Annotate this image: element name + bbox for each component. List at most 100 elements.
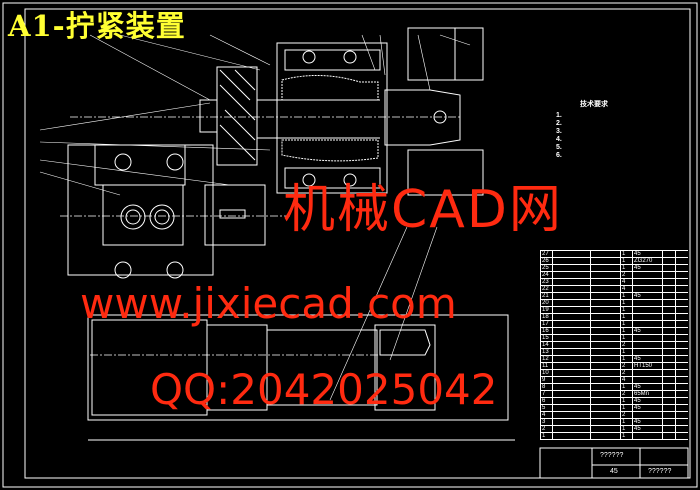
bom-cell-name <box>590 321 620 327</box>
bom-cell-code <box>552 363 590 369</box>
bom-cell-x <box>662 433 675 439</box>
bom-cell-code <box>552 272 590 278</box>
bom-cell-qty: 4 <box>620 377 632 383</box>
bom-cell-code <box>552 300 590 306</box>
bom-cell-y <box>675 314 688 320</box>
clamp-block <box>276 42 388 194</box>
bom-cell-y <box>675 265 688 271</box>
bom-cell-code <box>552 377 590 383</box>
gripper-arm <box>384 27 484 196</box>
bom-cell-code <box>552 251 590 257</box>
bom-cell-mat: 45 <box>632 328 662 334</box>
bom-cell-qty: 1 <box>620 426 632 432</box>
bom-cell-qty: 2 <box>620 342 632 348</box>
bom-cell-qty: 1 <box>620 265 632 271</box>
bom-cell-mat: HT150 <box>632 363 662 369</box>
bom-cell-mat <box>632 342 662 348</box>
bom-cell-y <box>675 391 688 397</box>
material-label: 45 <box>610 468 618 475</box>
bom-cell-code <box>552 405 590 411</box>
tech-line: 2. <box>556 120 562 127</box>
bom-cell-y <box>675 356 688 362</box>
bom-cell-x <box>662 363 675 369</box>
drawing-name: ?????? <box>600 452 624 459</box>
title-block-frame <box>539 447 689 479</box>
bom-cell-name <box>590 286 620 292</box>
bom-cell-qty: 1 <box>620 349 632 355</box>
bom-cell-mat <box>632 272 662 278</box>
bom-cell-no: 23 <box>540 279 552 285</box>
bom-cell-qty: 2 <box>620 370 632 376</box>
bom-cell-y <box>675 328 688 334</box>
bom-cell-qty: 1 <box>620 328 632 334</box>
bom-cell-no: 2 <box>540 426 552 432</box>
bom-cell-no: 25 <box>540 265 552 271</box>
bom-cell-no: 12 <box>540 356 552 362</box>
bom-cell-code <box>552 335 590 341</box>
bom-cell-qty: 1 <box>620 307 632 313</box>
bom-cell-qty: 1 <box>620 251 632 257</box>
bom-cell-code <box>552 328 590 334</box>
bom-cell-name <box>590 335 620 341</box>
bom-cell-mat <box>632 433 662 439</box>
center-lines <box>60 116 460 356</box>
tech-requirements: 技术要求 1. 2. 3. 4. 5. 6. <box>556 100 608 160</box>
bom-cell-mat: 45 <box>632 384 662 390</box>
tech-line: 5. <box>556 144 562 151</box>
bom-cell-no: 11 <box>540 363 552 369</box>
bom-cell-code <box>552 293 590 299</box>
leader-lines <box>39 34 471 401</box>
bom-cell-qty: 2 <box>620 391 632 397</box>
bom-cell-x <box>662 356 675 362</box>
bom-cell-qty: 2 <box>620 412 632 418</box>
bom-cell-mat <box>632 377 662 383</box>
bom-cell-code <box>552 384 590 390</box>
bom-cell-y <box>675 426 688 432</box>
bom-cell-name <box>590 398 620 404</box>
bom-cell-code <box>552 321 590 327</box>
bom-cell-name <box>590 251 620 257</box>
bom-cell-y <box>675 412 688 418</box>
bom-cell-qty: 1 <box>620 405 632 411</box>
bom-cell-mat: 45 <box>632 419 662 425</box>
bom-cell-mat: 45 <box>632 293 662 299</box>
bom-cell-code <box>552 258 590 264</box>
bom-cell-code <box>552 265 590 271</box>
tech-heading: 技术要求 <box>580 101 608 108</box>
bom-cell-y <box>675 258 688 264</box>
bom-cell-x <box>662 426 675 432</box>
bom-cell-no: 21 <box>540 293 552 299</box>
bom-cell-y <box>675 293 688 299</box>
bom-cell-x <box>662 279 675 285</box>
bom-cell-qty: 2 <box>620 363 632 369</box>
bom-cell-no: 8 <box>540 384 552 390</box>
bom-cell-y <box>675 272 688 278</box>
bom-cell-code <box>552 426 590 432</box>
bom-cell-no: 9 <box>540 377 552 383</box>
bom-cell-name <box>590 265 620 271</box>
bom-cell-name <box>590 258 620 264</box>
watermark-site-cn: 机械CAD网 <box>283 180 563 240</box>
bom-cell-code <box>552 342 590 348</box>
bom-cell-mat: 65Mn <box>632 391 662 397</box>
bom-cell-mat <box>632 279 662 285</box>
bom-cell-x <box>662 412 675 418</box>
bom-cell-mat: ZG270 <box>632 258 662 264</box>
bom-cell-no: 15 <box>540 335 552 341</box>
bom-cell-name <box>590 293 620 299</box>
bottom-view <box>87 314 515 441</box>
bom-cell-name <box>590 405 620 411</box>
